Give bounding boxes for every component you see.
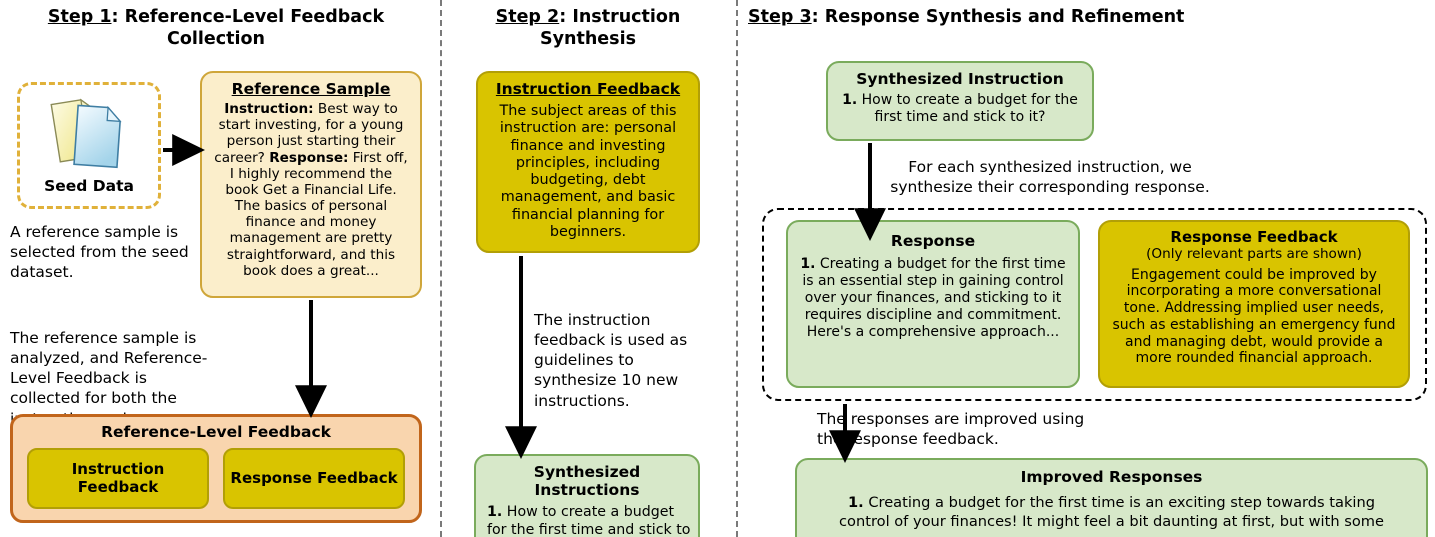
response-feedback-card-title: Response Feedback xyxy=(1170,228,1338,246)
response-synthesis-group xyxy=(762,208,1427,401)
list-item: 1. How to create a budget for the first … xyxy=(487,504,691,537)
reference-sample-title: Reference Sample xyxy=(231,80,391,98)
instruction-text: Best way to start investing, for a young… xyxy=(214,101,404,166)
synthesized-instructions-card: Synthesized Instructions 1. How to creat… xyxy=(474,454,700,537)
note-responses-improved: The responses are improved using the res… xyxy=(817,410,1085,449)
step-3-prefix: Step 3 xyxy=(748,7,812,27)
instruction-feedback-box: Instruction Feedback xyxy=(27,448,209,509)
response-feedback-box: Response Feedback xyxy=(223,448,405,509)
column-divider-1 xyxy=(440,0,442,537)
note-synthesize-guidelines: The instruction feedback is used as guid… xyxy=(534,311,688,410)
synthesized-instruction-card: Synthesized Instruction 1. How to create… xyxy=(826,61,1094,141)
reference-level-feedback-title: Reference-Level Feedback xyxy=(101,423,331,441)
step-1-prefix: Step 1 xyxy=(47,7,112,27)
instruction-feedback-label: Instruction Feedback xyxy=(71,459,165,496)
step-2-prefix: Step 2 xyxy=(495,7,560,27)
seed-documents-icon xyxy=(20,93,158,171)
response-label: Response: xyxy=(269,149,349,166)
improved-responses-text: 1. Creating a budget for the first time … xyxy=(839,494,1384,530)
response-card-text: 1. Creating a budget for the first time … xyxy=(800,256,1066,341)
column-divider-2 xyxy=(736,0,738,537)
response-card-title: Response xyxy=(890,232,976,250)
step-1-title: Step 1: Reference-Level Feedback Collect… xyxy=(4,6,428,51)
seed-data-container: Seed Data xyxy=(17,82,161,209)
response-feedback-subtitle: (Only relevant parts are shown) xyxy=(1146,245,1362,262)
response-text: First off, I highly recommend the book G… xyxy=(225,149,408,279)
reference-sample-card: Reference Sample Instruction: Best way t… xyxy=(200,71,422,298)
response-feedback-card: Response Feedback (Only relevant parts a… xyxy=(1098,220,1410,388)
synthesized-instructions-list: 1. How to create a budget for the first … xyxy=(481,504,693,537)
step-2-title-text: : Instruction Synthesis xyxy=(540,7,681,50)
step-2-title: Step 2: Instruction Synthesis xyxy=(452,6,724,51)
improved-responses-title: Improved Responses xyxy=(1020,468,1203,486)
instruction-feedback-card-title: Instruction Feedback xyxy=(495,80,681,98)
response-card: Response 1. Creating a budget for the fi… xyxy=(786,220,1080,388)
seed-data-label: Seed Data xyxy=(44,177,134,195)
synthesized-instruction-title: Synthesized Instruction xyxy=(856,70,1064,88)
instruction-feedback-card: Instruction Feedback The subject areas o… xyxy=(476,71,700,253)
step-3-title-text: : Response Synthesis and Refinement xyxy=(811,7,1185,27)
step-1-title-text: : Reference-Level Feedback Collection xyxy=(111,7,385,50)
synthesized-instructions-title: Synthesized Instructions xyxy=(533,463,641,499)
reference-level-feedback-panel: Reference-Level Feedback Instruction Fee… xyxy=(10,414,422,523)
step-3-title: Step 3: Response Synthesis and Refinemen… xyxy=(748,6,1434,28)
note-seed-selected: A reference sample is selected from the … xyxy=(10,223,189,282)
response-feedback-label: Response Feedback xyxy=(230,468,398,487)
synthesized-instruction-text: 1. How to create a budget for the first … xyxy=(842,92,1078,126)
note-for-each-instruction: For each synthesized instruction, we syn… xyxy=(890,158,1210,197)
instruction-label: Instruction: xyxy=(224,101,314,117)
improved-responses-card: Improved Responses 1. Creating a budget … xyxy=(795,458,1428,537)
instruction-feedback-card-text: The subject areas of this instruction ar… xyxy=(499,103,677,240)
reference-sample-body: Instruction: Best way to start investing… xyxy=(212,101,410,279)
response-feedback-card-text: Engagement could be improved by incorpor… xyxy=(1112,266,1396,367)
